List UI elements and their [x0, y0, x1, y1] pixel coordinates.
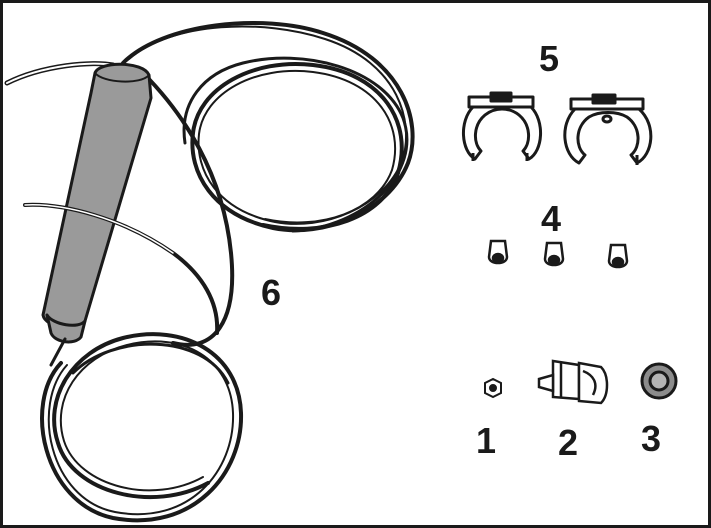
clip-left — [461, 91, 543, 161]
insert-3 — [607, 243, 629, 269]
parts-illustration — [4, 21, 678, 523]
part-label-6: 6 — [261, 272, 282, 313]
clip-right — [563, 93, 653, 165]
filter-cartridge — [41, 62, 153, 344]
filter-assembly — [4, 21, 415, 523]
nut-part-1 — [484, 377, 502, 399]
part-label-3: 3 — [641, 418, 662, 459]
tube-diagonal — [141, 71, 235, 347]
part-label-5: 5 — [539, 38, 560, 79]
fitting-part-2 — [537, 359, 609, 405]
bushing-part-3 — [640, 362, 678, 400]
upper-coil — [121, 21, 415, 233]
insert-1 — [487, 239, 509, 265]
tube-bottom — [49, 337, 67, 367]
part-label-1: 1 — [476, 420, 497, 461]
lower-coil — [40, 332, 244, 523]
insert-2 — [543, 241, 565, 267]
part-label-4: 4 — [541, 198, 562, 239]
part-label-2: 2 — [558, 422, 579, 463]
